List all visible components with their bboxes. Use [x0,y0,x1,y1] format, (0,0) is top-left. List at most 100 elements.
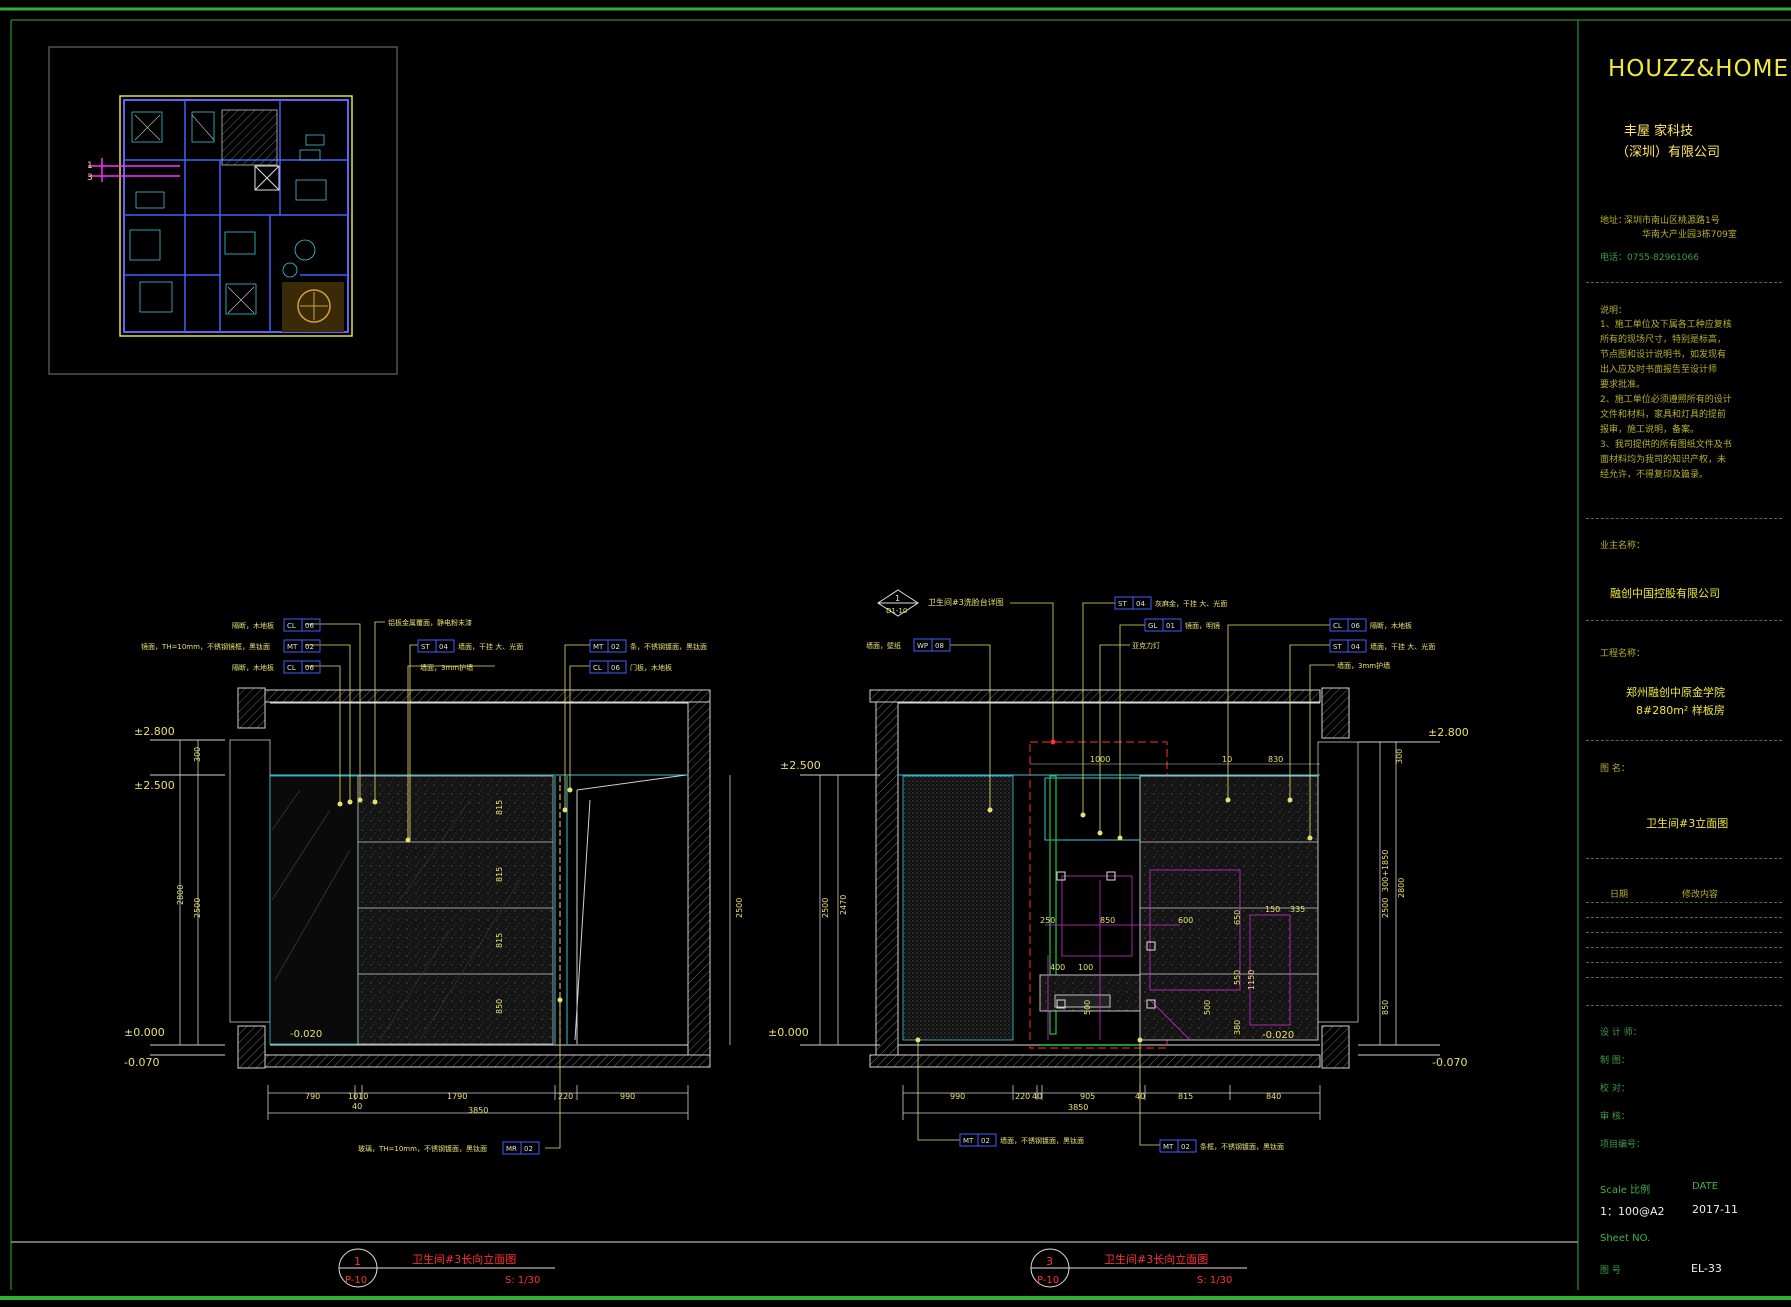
elev1-level-neg70: -0.070 [124,1056,159,1069]
e1-text-1: 镜面，TH=10mm，不锈钢镜框，黑钛面 [141,642,270,651]
e1-num-0: 06 [305,622,314,630]
project-no-label: 项目编号： [1600,1140,1646,1150]
brand-logo-text: HOUZZ&HOME [1608,56,1790,82]
notes-list: 1、施工单位及下属各工种应复核所有的现场尺寸，特别是标高，节点图和设计说明书，如… [1600,318,1732,483]
elev1-level-2500: ±2.500 [134,779,175,792]
elev3-idim-5: 600 [1178,916,1193,925]
elev3-bdim-total: 3850 [1068,1103,1088,1112]
e1-num-4: 04 [439,643,448,651]
elev1-bdim-4: 990 [620,1092,635,1101]
e1-tag-0: CL [287,622,296,630]
sheet-number: EL-33 [1691,1262,1722,1275]
svg-text:1: 1 [87,161,93,171]
e3-tag-5: ST [1333,643,1342,651]
elev3-detail-num: 1 [895,594,900,603]
e1-text-3: 铝板金属覆面，静电粉末漆 [388,618,472,627]
e3-tag-8: MT [1163,1143,1174,1151]
elev3-detail-text: 卫生间#3洗脸台详图 [928,597,1004,607]
svg-text:3: 3 [87,173,93,183]
e3-tag-7: MT [963,1137,974,1145]
elev1-hdim-2: 2500 [193,898,202,918]
note-line: 3、我司提供的所有图纸文件及书 [1600,440,1732,450]
e1-tag-2: CL [287,664,296,672]
checker-label: 校 对： [1600,1084,1630,1094]
e1-tag-8: MR [506,1145,517,1153]
revision-date-label: 日期 [1610,890,1629,900]
e3-num-1: 04 [1136,600,1145,608]
elev3-level-0: ±0.000 [768,1026,809,1039]
elev3-hdim-5: 2500 [1381,898,1390,918]
sheet-frame [0,7,1791,1300]
e3-num-0: 08 [935,642,944,650]
elev3-title-text: 卫生间#3长向立面图 [1104,1252,1208,1266]
elev3-detail-ref: D1-10 [886,607,907,615]
e1-text-8: 玻璃，TH=10mm，不锈钢镀面，黑钛面 [358,1144,487,1153]
elev3-idim-8: 400 [1050,963,1065,972]
elev3-idim-14: 500 [1203,1000,1212,1015]
note-line: 出入应及时书面报告至设计师 [1600,365,1718,375]
e3-num-2: 01 [1166,622,1175,630]
address-line2: 华南大产业园3栋709室 [1642,230,1737,240]
elev3-idim-4: 850 [1100,916,1115,925]
company-name-line2: （深圳）有限公司 [1616,145,1721,160]
elev3-hdim-6: 850 [1381,1000,1390,1015]
notes-label: 说明： [1600,306,1628,316]
e1-tag-6: MT [593,643,604,651]
address-label: 地址： [1600,216,1628,226]
elev1-level-neg20: -0.020 [290,1029,322,1040]
note-line: 要求批准。 [1600,380,1646,390]
e1-tag-1: MT [287,643,298,651]
elev1-title-scale: S: 1/30 [505,1275,540,1286]
project-line2: 8#280m² 样板房 [1636,704,1725,717]
elev1-pdim-0: 815 [495,800,504,815]
drawing-no-label: 图 号 [1600,1266,1621,1276]
elev3-hdim-3: 300+1850 [1381,850,1390,892]
e3-text-4: 隔断，木地板 [1370,621,1412,630]
elev3-title-block: 3 P-10 卫生间#3长向立面图 S: 1/30 [1030,1248,1247,1288]
elev3-idim-10: 650 [1233,910,1242,925]
sheet-label: Sheet NO. [1600,1233,1651,1244]
elevation-1: ±2.800 ±2.500 ±0.000 -0.070 -0.020 300 2… [124,621,744,1149]
elev1-pdim-1: 815 [495,867,504,882]
elev3-idim-11: 550 [1233,970,1242,985]
elev3-idim-3: 250 [1040,916,1055,925]
elev1-bdim-1: 1010 [348,1092,368,1101]
elev3-level-2800: ±2.800 [1428,726,1469,739]
elev1-hdim-0: 300 [193,747,202,762]
e3-tag-4: CL [1333,622,1342,630]
elev3-hdim-4: 2800 [1397,878,1406,898]
elev3-hdim-2: 300 [1395,749,1404,764]
e1-tag-4: ST [421,643,430,651]
e3-text-0: 墙面，壁纸 [866,641,901,650]
elev3-level-neg70: -0.070 [1432,1056,1467,1069]
elev1-bdim-3: 220 [558,1092,573,1101]
e3-num-4: 06 [1351,622,1360,630]
note-line: 报审，施工说明，备案。 [1600,425,1700,435]
designer-label: 设 计 师： [1600,1028,1642,1038]
e1-text-4: 墙面，干挂 大、光面 [458,642,523,651]
e3-text-1: 灰麻金，干挂 大、光面 [1155,599,1227,608]
e3-text-5: 墙面，干挂 大、光面 [1370,642,1435,651]
e1-num-2: 06 [305,664,314,672]
elev3-bdim-6: 840 [1266,1092,1281,1101]
elev3-hdim-0: 2500 [821,898,830,918]
elev3-idim-13: 500 [1083,1000,1092,1015]
elev3-title-ref: P-10 [1037,1275,1059,1286]
drawing-label: 图 名： [1600,764,1630,774]
elev1-bdim-2: 1790 [447,1092,467,1101]
elev3-idim-2: 830 [1268,755,1283,764]
e3-num-5: 04 [1351,643,1360,651]
elev1-bdim-total: 3850 [468,1106,488,1115]
elev3-idim-1: 10 [1222,755,1232,764]
e1-text-0: 隔断，木地板 [232,621,274,630]
elev3-level-2500: ±2.500 [780,759,821,772]
elev1-title-ref: P-10 [345,1275,367,1286]
e1-num-8: 02 [524,1145,533,1153]
elev1-level-2800: ±2.800 [134,725,175,738]
e1-num-6: 02 [611,643,620,651]
note-line: 经允许，不得复印及篇录。 [1600,470,1709,480]
reviewer-label: 审 核： [1600,1112,1630,1122]
elev3-idim-12: 1150 [1247,970,1256,990]
